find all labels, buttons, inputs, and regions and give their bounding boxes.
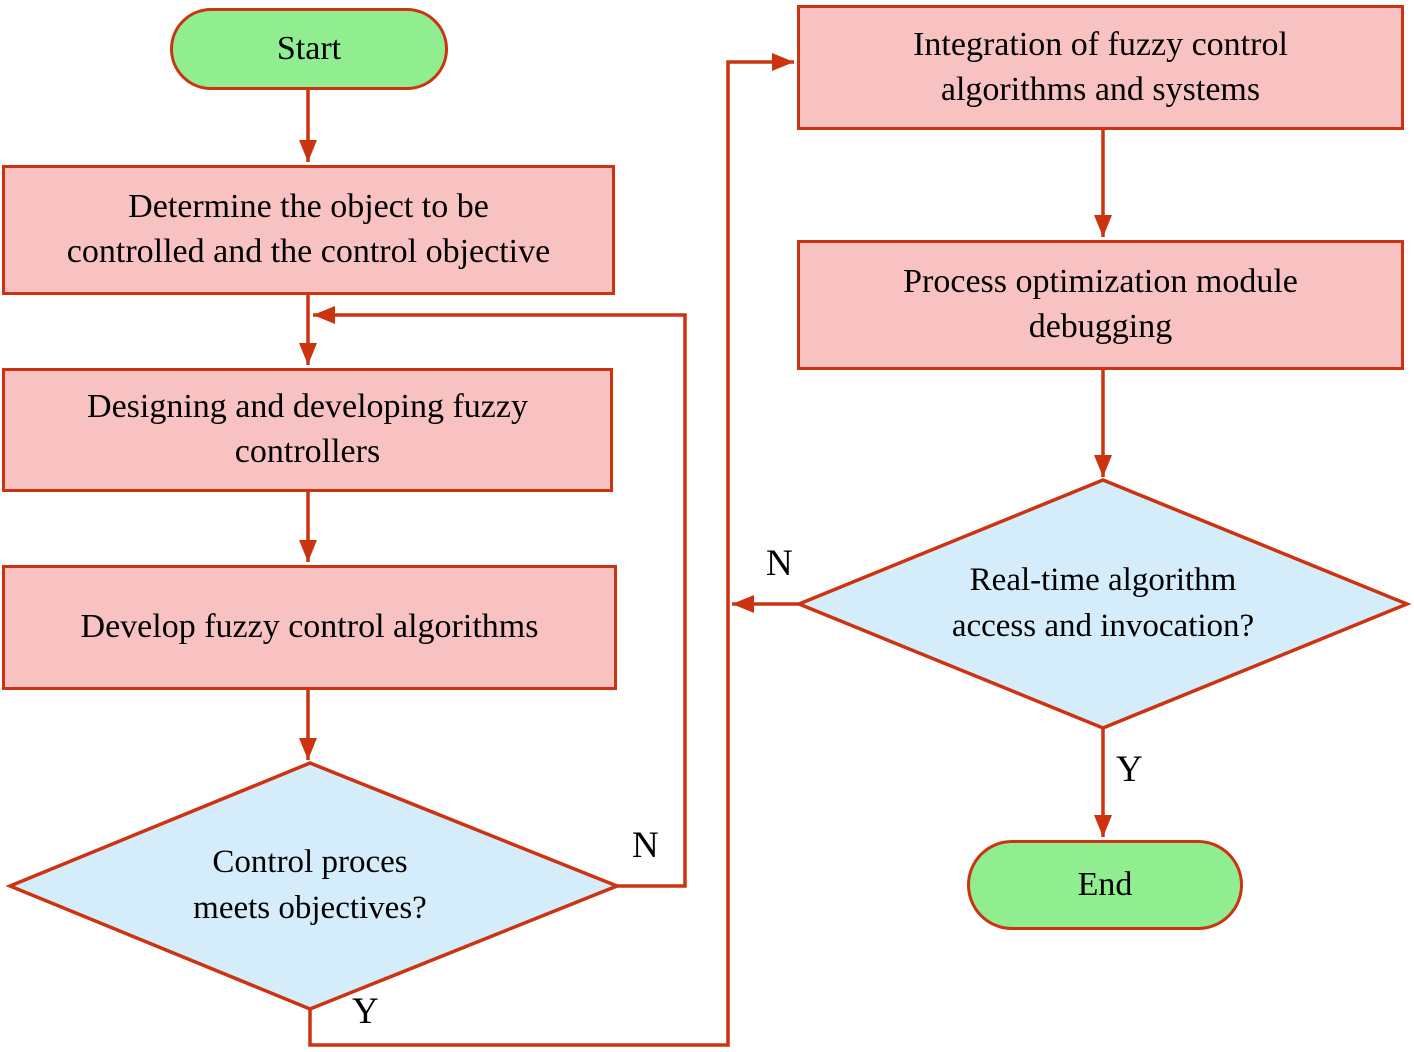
node-design-line: Designing and developing fuzzy xyxy=(87,388,528,426)
node-design: Designing and developing fuzzy controlle… xyxy=(2,368,613,492)
node-determine-line: controlled and the control objective xyxy=(66,233,551,270)
decision-control-line: meets objectives? xyxy=(193,889,427,926)
node-determine-line: Determine the object to be xyxy=(128,188,489,226)
edge-label-realtime-yes: Y xyxy=(1116,749,1143,790)
decision-control-text: Control proces meets objectives? xyxy=(35,840,585,931)
edge-label-control-yes: Y xyxy=(352,991,379,1032)
node-integration: Integration of fuzzy control algorithms … xyxy=(797,5,1404,130)
decision-control-line: Control proces xyxy=(212,844,408,880)
node-start: Start xyxy=(170,8,448,90)
node-process-debug-line: Process optimization module xyxy=(903,263,1298,301)
node-end-label: End xyxy=(1077,865,1133,903)
node-integration-line: algorithms and systems xyxy=(940,70,1261,108)
edge-label-control-no: N xyxy=(632,825,659,866)
node-process-debug-line: debugging xyxy=(1028,308,1173,345)
edge-label-realtime-no: N xyxy=(766,543,793,584)
decision-realtime-line: Real-time algorithm xyxy=(969,562,1237,598)
decision-control-shape xyxy=(5,761,622,1011)
edge-control-no-loop xyxy=(313,306,687,888)
node-end: End xyxy=(967,840,1243,930)
decision-realtime-shape xyxy=(794,478,1412,730)
decision-realtime-line: access and invocation? xyxy=(951,607,1255,644)
node-design-line: controllers xyxy=(234,433,381,470)
node-develop: Develop fuzzy control algorithms xyxy=(2,565,617,690)
node-develop-line: Develop fuzzy control algorithms xyxy=(80,608,539,646)
node-start-label: Start xyxy=(276,29,342,67)
decision-realtime-text: Real-time algorithm access and invocatio… xyxy=(828,558,1378,649)
node-process-debug: Process optimization module debugging xyxy=(797,240,1404,370)
node-determine: Determine the object to be controlled an… xyxy=(2,165,615,295)
edge-control-yes-loop xyxy=(308,53,794,1047)
node-integration-line: Integration of fuzzy control xyxy=(913,25,1288,63)
